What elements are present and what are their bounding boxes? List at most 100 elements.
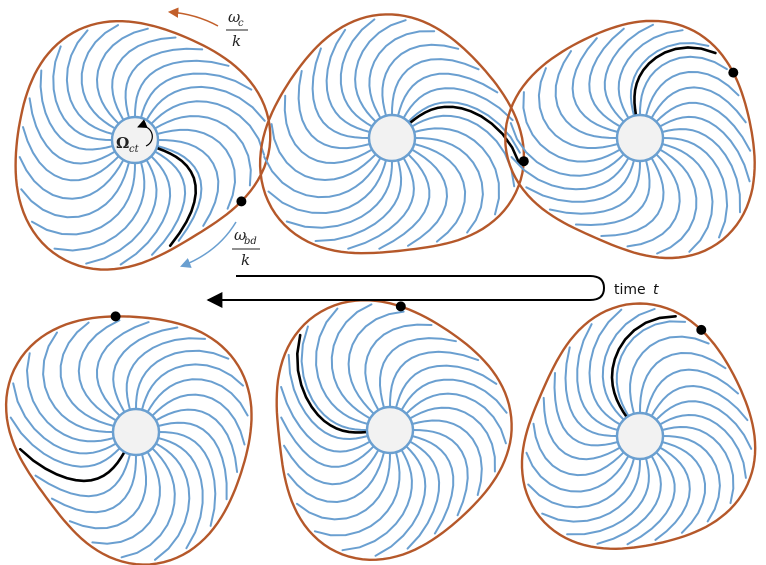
filament (381, 43, 460, 117)
highlighted-filament (633, 46, 717, 117)
filament (154, 442, 191, 561)
cell-boundary (275, 298, 513, 562)
filament (150, 100, 266, 156)
filament (146, 378, 249, 417)
filament (157, 437, 204, 550)
filament (145, 85, 266, 122)
filament (391, 58, 480, 116)
filament (576, 323, 619, 431)
highlighted-filament (408, 105, 521, 166)
filament (124, 47, 204, 119)
boundary-marker-dot (728, 67, 739, 78)
cell-panel-2 (258, 13, 529, 255)
filament (374, 445, 427, 557)
omega-c-arrow (167, 7, 219, 27)
filament (639, 55, 728, 116)
omega-c-numerator: ω (228, 8, 240, 26)
time-variable: t (653, 282, 659, 298)
filament (283, 444, 380, 486)
cell-panel-6 (520, 302, 757, 551)
highlighted-filament (610, 315, 677, 419)
filament (525, 451, 630, 493)
omega-bd-arrow (180, 221, 237, 268)
cell-boundary (4, 315, 253, 565)
filament (300, 325, 368, 431)
filament (617, 29, 684, 120)
filament (527, 457, 635, 509)
boundary-marker-dot (518, 156, 529, 167)
filament (411, 419, 483, 496)
highlighted-filament (18, 447, 126, 483)
filament (407, 101, 521, 154)
filament (588, 27, 625, 128)
filament (510, 156, 630, 191)
filament (120, 447, 176, 559)
filament (34, 453, 131, 498)
filament (42, 331, 114, 433)
filament (347, 310, 405, 415)
filament (285, 160, 393, 229)
filament (389, 350, 480, 408)
filament (80, 24, 119, 130)
filament (330, 303, 373, 420)
filament (645, 368, 739, 415)
omega-bd-denominator: k (241, 251, 250, 269)
filament (156, 145, 203, 242)
filament (656, 148, 698, 255)
filament (509, 122, 625, 177)
cell-boundary (504, 19, 756, 260)
central-hub (367, 113, 417, 163)
filament (532, 422, 625, 477)
filament (22, 126, 120, 182)
central-hub (110, 115, 160, 165)
filament (658, 413, 747, 479)
filament (400, 378, 508, 414)
time-word: time (614, 282, 646, 298)
omega-c-label: ω c k (226, 8, 248, 50)
central-hub (615, 113, 665, 163)
filament (629, 335, 710, 415)
filament (395, 364, 498, 409)
filament (554, 50, 618, 139)
time-label: time t (614, 282, 659, 298)
filament (661, 143, 714, 253)
central-hub (111, 407, 161, 457)
filament (553, 372, 619, 447)
filament (405, 392, 507, 445)
filament (283, 94, 374, 165)
Omega-symbol: Ω (116, 134, 129, 152)
central-hub (365, 405, 415, 455)
filament (91, 450, 161, 545)
filament (588, 308, 623, 426)
filament (12, 382, 118, 455)
filament (112, 326, 179, 414)
filament (153, 115, 252, 187)
filament (548, 160, 641, 215)
filament (140, 72, 253, 119)
filament (51, 454, 137, 514)
filament (654, 446, 691, 541)
filament (522, 91, 622, 163)
Omega-ct-rotation-arrow (137, 119, 153, 147)
filament (154, 408, 239, 473)
filament (341, 448, 413, 552)
filament (413, 127, 500, 216)
filament (368, 30, 436, 120)
filament (412, 429, 469, 517)
cell-panel-1 (14, 20, 272, 271)
omega-bd-label: ω bd k (232, 226, 260, 269)
filament (263, 155, 382, 199)
filament (406, 440, 441, 550)
cell-panel-3 (504, 19, 756, 260)
filament (655, 400, 753, 450)
filament (639, 351, 727, 414)
filament (297, 70, 371, 150)
filament (378, 153, 431, 250)
filament (600, 156, 665, 237)
filament (95, 321, 150, 417)
filament (402, 87, 514, 122)
filament (525, 159, 635, 203)
boundary-marker-dot (236, 196, 247, 207)
filament (661, 425, 735, 505)
filament (77, 319, 121, 422)
